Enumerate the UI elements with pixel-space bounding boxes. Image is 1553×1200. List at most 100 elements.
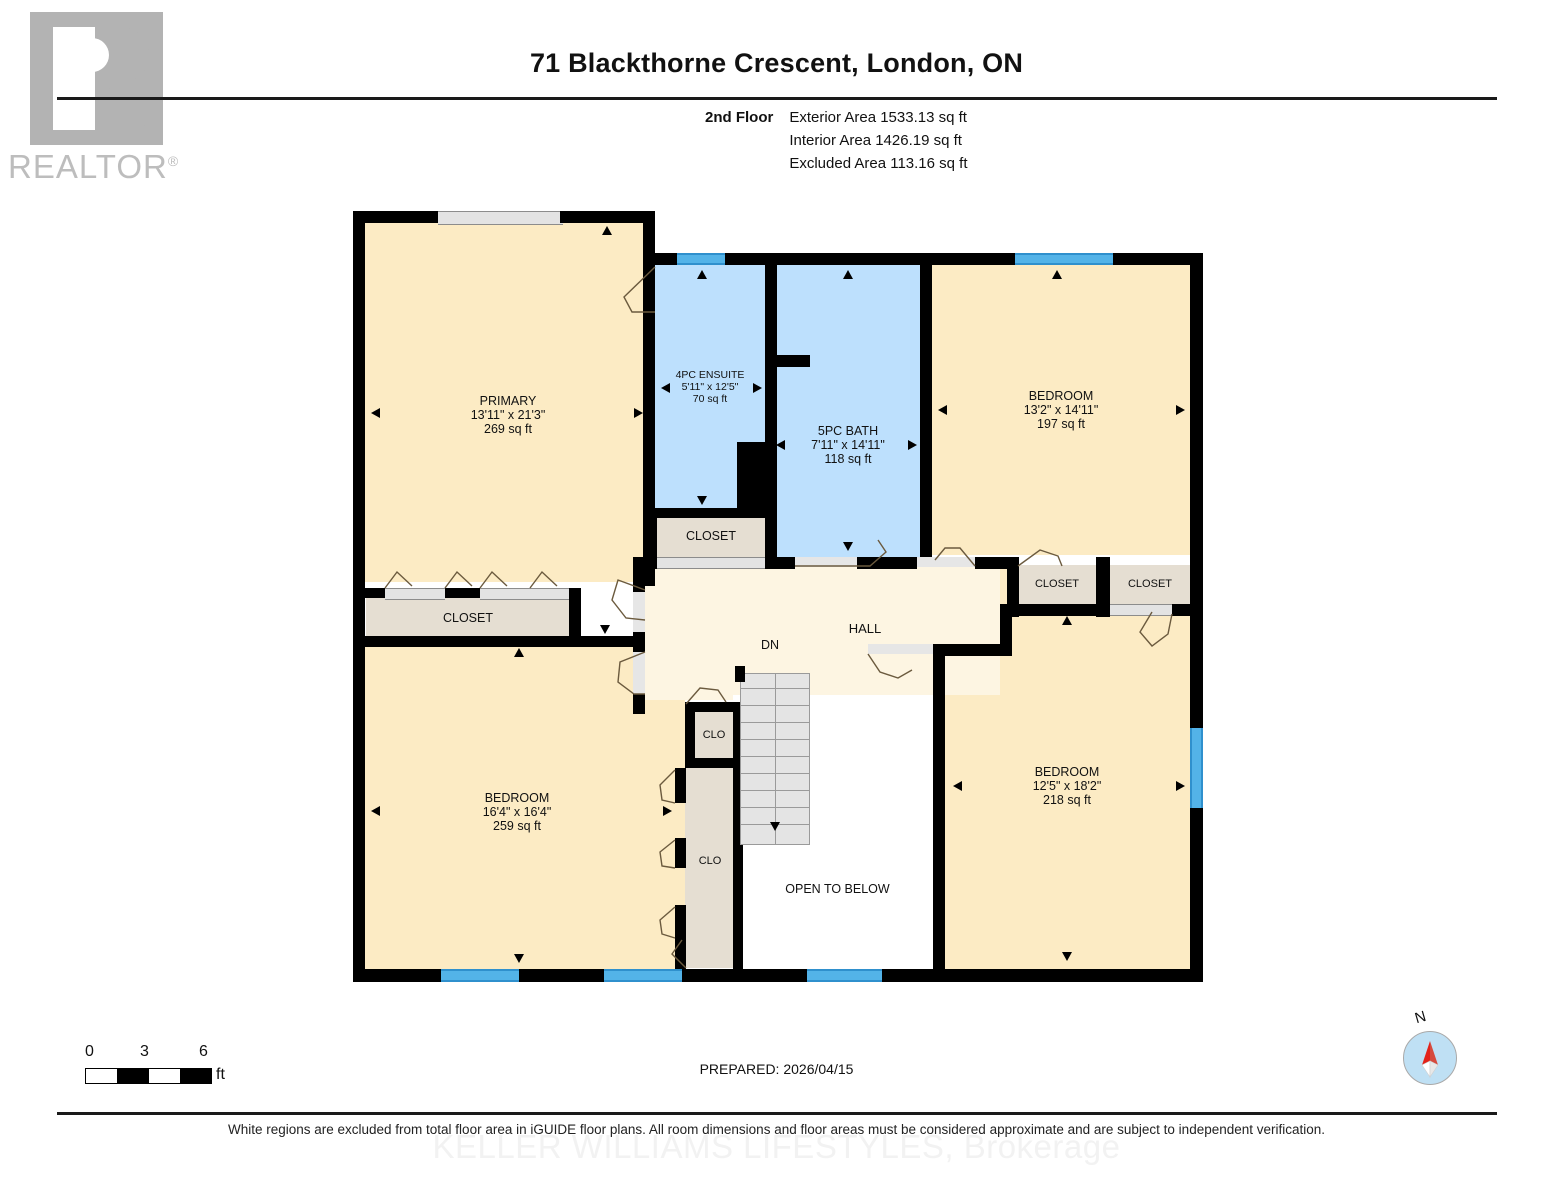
door-opening-bath-hall bbox=[795, 557, 857, 567]
wall-clo-upper-left bbox=[685, 702, 695, 768]
label-closet-primary-text: CLOSET bbox=[442, 611, 493, 625]
dim-arrow-primary-lower-top bbox=[514, 648, 524, 657]
compass-needle-south-b bbox=[1429, 1060, 1439, 1078]
dim-arrow-bedroom-br-left bbox=[953, 781, 962, 791]
label-dn: DN bbox=[760, 638, 780, 652]
label-clo-upper: CLO bbox=[664, 728, 764, 742]
wall-bedroom-bl-right bbox=[675, 768, 686, 803]
closet-clo-lower bbox=[685, 768, 735, 968]
wall-clo-lower-right bbox=[733, 768, 743, 981]
disclaimer-text: White regions are excluded from total fl… bbox=[227, 1122, 1326, 1137]
excluded-area: Excluded Area 113.16 sq ft bbox=[789, 155, 968, 172]
label-open-below-name: OPEN TO BELOW bbox=[785, 882, 890, 896]
prepared-date: PREPARED: 2026/04/15 bbox=[699, 1061, 854, 1077]
label-bedroom-tr-dims: 13'2" x 14'11" bbox=[1023, 403, 1099, 417]
wall-bedroom-bl-right-2 bbox=[675, 838, 686, 868]
door-opening-primary-hall bbox=[633, 592, 645, 632]
stair-step bbox=[741, 807, 809, 808]
wall-primary-closet-top-b bbox=[445, 588, 480, 598]
label-closet-r2-text: CLOSET bbox=[1127, 578, 1172, 590]
dim-arrow-bedroom-tr-right bbox=[1176, 405, 1185, 415]
dim-arrow-ensuite-top bbox=[697, 270, 707, 279]
dim-arrow-bath-bottom bbox=[843, 542, 853, 551]
label-bedroom-br-area: 218 sq ft bbox=[1043, 793, 1091, 807]
window-ensuite-top bbox=[677, 253, 725, 265]
dim-arrow-ensuite-left bbox=[661, 383, 670, 393]
stair-step bbox=[741, 688, 809, 689]
area-summary: 2nd Floor Exterior Area 1533.13 sq ft In… bbox=[705, 109, 968, 178]
page-title: 71 Blackthorne Crescent, London, ON bbox=[529, 48, 1024, 78]
label-hall-name: HALL bbox=[848, 621, 882, 636]
dim-arrow-primary-right bbox=[634, 408, 643, 418]
wall-clo-upper-right bbox=[733, 702, 743, 768]
wall-bath-right bbox=[920, 253, 932, 565]
door-opening-bedroom-bl bbox=[633, 652, 645, 694]
wall-bedroom-br-top bbox=[935, 644, 1012, 656]
wall-primary-closet-right bbox=[569, 588, 581, 646]
wall-closet-r1-bottom bbox=[1007, 604, 1107, 616]
door-swing-clo-upper bbox=[685, 687, 727, 705]
label-primary: PRIMARY 13'11" x 21'3" 269 sq ft bbox=[408, 394, 608, 436]
label-ensuite-dims: 5'11" x 12'5" bbox=[681, 381, 739, 393]
label-closet-right-2: CLOSET bbox=[1100, 577, 1200, 591]
floor-plan: PRIMARY 13'11" x 21'3" 269 sq ft 4PC ENS… bbox=[353, 211, 1203, 982]
door-swing-ensuite bbox=[623, 266, 656, 313]
wall-ensuite-closet-top bbox=[645, 508, 770, 518]
stair-step bbox=[741, 790, 809, 791]
closet-primary-door-2 bbox=[480, 588, 572, 600]
label-closet-right-1: CLOSET bbox=[1007, 577, 1107, 591]
door-swing-primary-closet-1 bbox=[384, 570, 413, 589]
door-swing-clo-lower-4 bbox=[671, 939, 687, 969]
wall-hall-left-mid bbox=[633, 632, 645, 652]
window-bedroom-br-right bbox=[1190, 728, 1203, 808]
scale-tick-0: 0 bbox=[85, 1043, 94, 1060]
wall-bedroom-bl-right-3 bbox=[675, 905, 686, 969]
label-closet-ensuite-text: CLOSET bbox=[685, 529, 736, 543]
label-primary-dims: 13'11" x 21'3" bbox=[470, 408, 546, 422]
scale-segment bbox=[86, 1069, 118, 1083]
room-primary-lower bbox=[363, 646, 685, 971]
door-opening-bedroom-tr bbox=[917, 557, 975, 567]
door-swing-primary-closet-2 bbox=[444, 570, 473, 589]
wall-hall-top-right bbox=[975, 557, 1015, 569]
label-bedroom-tr-area: 197 sq ft bbox=[1037, 417, 1085, 431]
compass-needle-north-b bbox=[1430, 1041, 1438, 1065]
wall-exterior-top-right bbox=[655, 253, 677, 265]
label-closet-r1-text: CLOSET bbox=[1034, 578, 1079, 590]
label-bedroom-tr-name: BEDROOM bbox=[1028, 389, 1094, 403]
dim-arrow-ensuite-right bbox=[753, 383, 762, 393]
label-open-to-below: OPEN TO BELOW bbox=[755, 882, 920, 896]
dim-arrow-ensuite-bottom bbox=[697, 496, 707, 505]
scale-segment bbox=[148, 1069, 180, 1083]
label-bedroom-bl-area: 259 sq ft bbox=[493, 819, 541, 833]
exterior-area: Exterior Area 1533.13 sq ft bbox=[789, 109, 967, 126]
dim-arrow-bedroom-br-bottom bbox=[1062, 952, 1072, 961]
wall-primary-closet-top-a bbox=[365, 588, 385, 598]
patio-door-top-left bbox=[438, 211, 563, 225]
label-bath-area: 118 sq ft bbox=[824, 452, 872, 466]
dim-arrow-bedroom-br-top bbox=[1062, 616, 1072, 625]
stair-step bbox=[741, 722, 809, 723]
dim-arrow-bedroom-bl-left bbox=[371, 806, 380, 816]
closet-ensuite bbox=[657, 515, 765, 557]
label-bath-dims: 7'11" x 14'11" bbox=[811, 438, 885, 452]
dim-arrow-bedroom-bl-bottom bbox=[514, 954, 524, 963]
label-bedroom-bottom-right: BEDROOM 12'5" x 18'2" 218 sq ft bbox=[967, 765, 1167, 807]
header-divider bbox=[57, 97, 1497, 100]
window-bedroom-tr-top bbox=[1015, 253, 1113, 265]
wall-hall-top-mid2 bbox=[857, 557, 917, 569]
dim-arrow-primary-top bbox=[602, 226, 612, 235]
registered-trademark-icon: ® bbox=[167, 153, 180, 169]
closet-right-2 bbox=[1110, 565, 1190, 605]
door-swing-closet-r1 bbox=[1017, 549, 1063, 567]
wall-exterior-bottom-4 bbox=[882, 969, 1203, 982]
label-clo-lower: CLO bbox=[660, 854, 760, 868]
door-swing-bedroom-tr bbox=[934, 547, 976, 567]
compass-needle bbox=[1421, 1041, 1439, 1078]
door-swing-primary bbox=[611, 579, 646, 621]
label-bedroom-bottom-left: BEDROOM 16'4" x 16'4" 259 sq ft bbox=[417, 791, 617, 833]
dim-arrow-bath-right bbox=[908, 440, 917, 450]
closet-clo-upper bbox=[693, 712, 735, 758]
window-bedroom-bl-bottom-2 bbox=[604, 969, 682, 982]
area-lines: Exterior Area 1533.13 sq ft Interior Are… bbox=[789, 109, 967, 178]
